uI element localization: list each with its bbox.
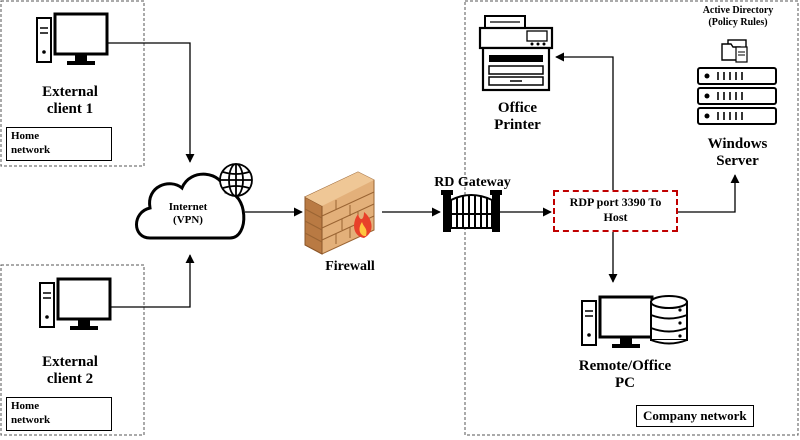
company-network-tag: Company network: [636, 405, 754, 427]
external-client-1-label: External client 1: [42, 84, 98, 118]
client1-to-internet-arrow: [108, 42, 195, 163]
connections: [108, 42, 740, 308]
firewall-label: Firewall: [325, 259, 375, 274]
globe-icon: [219, 163, 253, 197]
external-client-1-region: [0, 0, 145, 167]
windows-server-label: Windows Server: [707, 136, 768, 170]
office-printer-label: Office Printer: [494, 100, 541, 134]
rdp-to-server-arrow: [678, 174, 740, 213]
printer-icon: [478, 15, 554, 92]
home-network-tag: Home network: [6, 397, 112, 431]
gateway-icon: [441, 190, 502, 232]
external-client-2-label: External client 2: [42, 354, 98, 388]
rd-gateway-label: RD Gateway: [434, 175, 511, 190]
database-icon: [650, 295, 688, 345]
computer-icon: [581, 295, 654, 348]
external-client-2-region: [0, 264, 145, 436]
firewall-icon: [304, 171, 375, 255]
cloud-icon: [135, 172, 246, 240]
remote-pc-label: Remote/Office PC: [578, 358, 672, 392]
computer-icon: [36, 12, 109, 65]
folder-icon: [721, 39, 748, 63]
client2-to-internet-arrow: [108, 254, 195, 308]
rdp-to-printer-arrow: [555, 52, 614, 190]
active-directory-label: Active Directory (Policy Rules): [702, 5, 774, 28]
server-icon: [697, 67, 777, 125]
computer-icon: [39, 277, 112, 330]
internet-label: Internet (VPN): [168, 201, 208, 226]
home-network-tag: Home network: [6, 127, 112, 161]
rdp-port-box: RDP port 3390 To Host: [553, 190, 678, 232]
